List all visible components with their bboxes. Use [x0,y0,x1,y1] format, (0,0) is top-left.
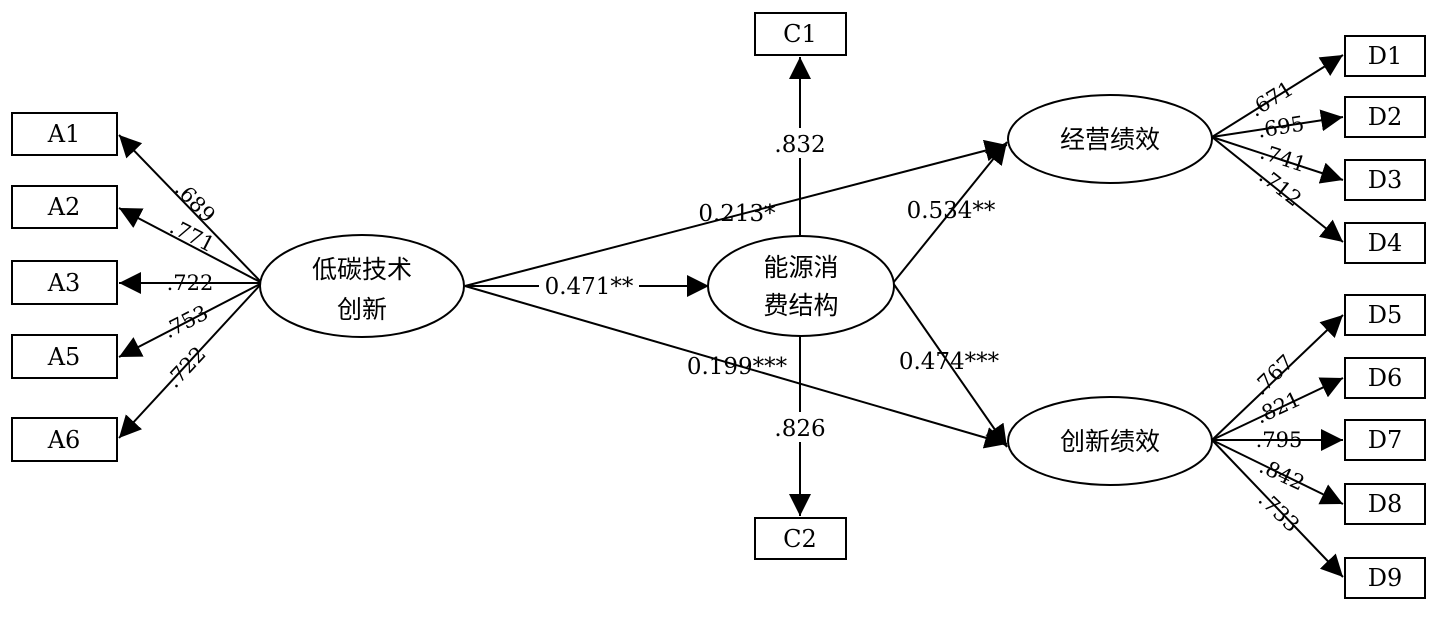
latent-label-line1: 能源消 [763,253,838,282]
loading-arrow-d6 [1211,377,1344,441]
latent-label-line2: 创新 [337,295,387,324]
loading-arrow-d3 [1211,136,1344,184]
svg-text:D1: D1 [1368,42,1403,70]
loading-label-d7: .795 [1256,428,1303,452]
indicator-a2: A2 [11,185,118,229]
path-label-energy-operating: 0.534** [907,198,996,224]
svg-text:D7: D7 [1368,426,1403,454]
indicator-d2: D2 [1344,96,1426,138]
path-label-energy-innovperf: 0.474*** [899,349,1000,375]
svg-text:D5: D5 [1368,301,1403,329]
path-label-innovation-operating: 0.213* [698,201,776,227]
indicator-a3: A3 [11,260,118,305]
svg-text:D2: D2 [1368,103,1403,131]
loading-label-c1: .832 [774,132,825,158]
latent-innovation-performance: 创新绩效 [1007,396,1213,486]
loading-arrow-a1 [118,134,263,284]
svg-text:A2: A2 [47,193,81,221]
loading-label-a5: .753 [160,300,213,343]
latent-energy-structure: 能源消 费结构 [707,235,895,337]
loading-label-d8: .842 [1256,454,1309,496]
indicator-a6: A6 [11,417,118,462]
loading-label-c2: .826 [774,416,825,442]
indicator-c2: C2 [754,517,847,560]
indicator-d3: D3 [1344,159,1426,201]
svg-text:D3: D3 [1368,166,1403,194]
latent-operating-performance: 经营绩效 [1007,94,1213,184]
loading-arrow-a6 [118,282,263,439]
loading-arrow-a2 [118,207,263,284]
svg-text:D8: D8 [1368,490,1403,518]
latent-label-line2: 费结构 [763,291,838,320]
loading-arrow-d9 [1211,439,1344,578]
svg-text:C2: C2 [783,525,817,553]
indicator-d9: D9 [1344,557,1426,599]
indicator-d1: D1 [1344,35,1426,77]
svg-text:A6: A6 [47,426,81,454]
loading-arrow-d1 [1211,54,1344,138]
loading-arrow-d5 [1211,314,1344,441]
path-arrow-innovation-operating [464,139,1008,287]
latent-label: 创新绩效 [1060,427,1160,456]
latent-label-line1: 低碳技术 [312,255,412,284]
loading-arrow-a5 [118,282,263,358]
svg-text:A3: A3 [47,269,81,297]
loading-arrow-d8 [1211,439,1344,505]
indicator-d7: D7 [1344,419,1426,461]
svg-text:D6: D6 [1368,364,1403,392]
path-arrow-energy-innovperf [892,282,1008,448]
svg-text:C1: C1 [783,20,817,48]
indicator-a5: A5 [11,334,118,379]
loading-arrow-d2 [1211,109,1344,138]
indicator-c1: C1 [754,12,847,56]
path-arrow-innovation-innovperf [464,285,1008,449]
svg-text:D4: D4 [1368,229,1403,257]
loading-label-a2: .771 [166,214,219,257]
path-arrow-energy-operating [892,141,1008,284]
svg-text:A1: A1 [47,120,81,148]
indicator-a1: A1 [11,112,118,156]
latent-label: 经营绩效 [1060,125,1160,154]
path-label-innovation-energy: 0.471** [545,274,634,300]
indicator-d5: D5 [1344,294,1426,336]
path-label-innovation-innovperf: 0.199*** [687,354,788,380]
indicator-d4: D4 [1344,222,1426,264]
svg-text:D9: D9 [1368,564,1403,592]
latent-low-carbon-innovation: 低碳技术 创新 [259,234,465,338]
indicator-d6: D6 [1344,357,1426,399]
loading-arrow-d4 [1211,136,1344,243]
svg-text:A5: A5 [47,343,81,371]
loading-label-a3: .722 [167,271,214,295]
indicator-d8: D8 [1344,483,1426,525]
